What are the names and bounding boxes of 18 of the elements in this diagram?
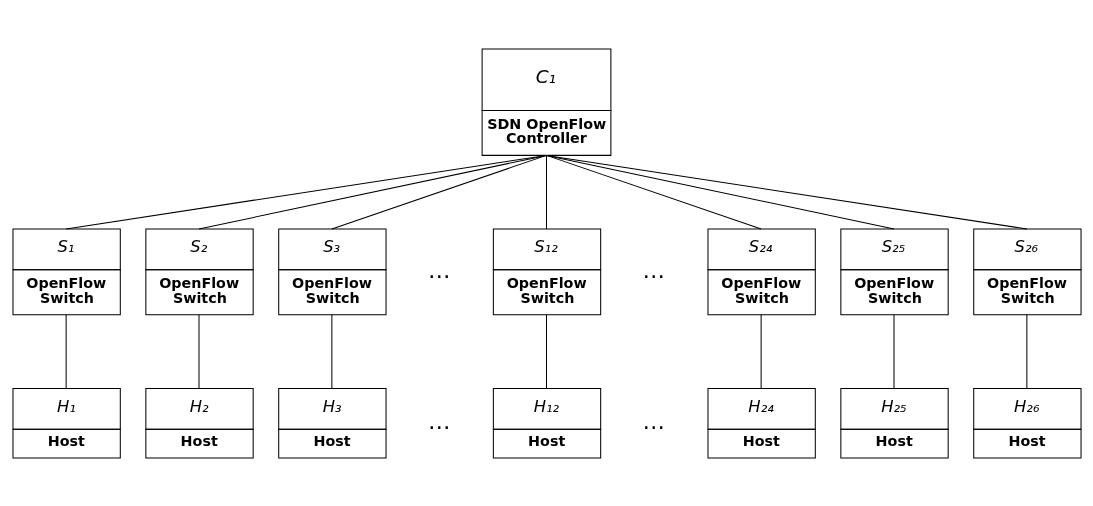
connector [893,313,895,389]
connector [331,154,547,229]
connector [198,154,547,229]
label: … [642,407,666,434]
connector [331,313,333,389]
connector [546,154,762,229]
connector [198,313,200,389]
connector [1026,313,1028,389]
label: … [642,256,666,283]
connector [546,154,547,229]
connector [65,154,547,229]
label: … [427,407,451,434]
connector [546,154,1028,229]
connector [65,313,67,389]
connector [760,313,762,389]
connector [546,154,895,229]
connector [546,313,547,389]
label: … [427,256,451,283]
